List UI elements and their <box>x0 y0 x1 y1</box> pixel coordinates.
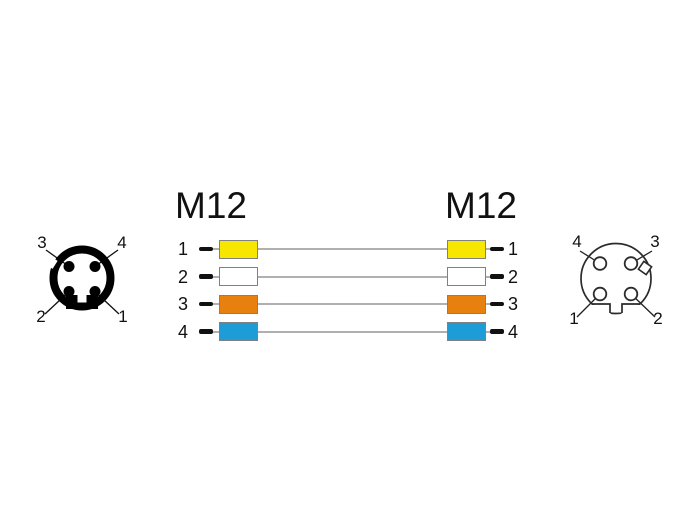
left-pin-number: 2 <box>177 266 188 287</box>
female-pin-socket-2 <box>623 286 639 302</box>
right-pin-number: 1 <box>508 239 519 259</box>
female-pin-label-bottom-left: 1 <box>569 309 578 328</box>
cable-wire <box>212 330 491 333</box>
wire-color-box-left <box>219 239 258 259</box>
cable-wire <box>212 275 491 278</box>
wire-row-2: 2 2 <box>160 266 540 288</box>
male-pin-dot-3 <box>63 261 75 272</box>
left-pin-number: 1 <box>177 239 188 259</box>
right-connector-type-label: M12 <box>445 185 517 226</box>
right-pin-number: 4 <box>508 321 519 342</box>
wire-row-4: 4 4 <box>160 321 540 343</box>
wire-color-box-left <box>219 267 258 286</box>
left-pin-stub <box>199 274 213 279</box>
wire-color-box-left <box>219 294 258 314</box>
left-pin-number: 4 <box>177 321 188 342</box>
right-pin-stub <box>490 301 504 306</box>
cable-wire <box>212 303 491 305</box>
male-pin-dot-2 <box>63 286 75 297</box>
wire-color-box-right <box>447 294 486 314</box>
left-pin-stub <box>199 301 213 306</box>
male-pin-label-bottom-left: 2 <box>36 307 45 326</box>
wire-color-box-left <box>219 322 258 341</box>
right-pin-number: 2 <box>508 266 519 287</box>
wire-color-box-right <box>447 239 486 259</box>
wire-color-box-right <box>447 322 486 341</box>
female-pin-socket-1 <box>592 286 608 302</box>
female-keyway-slot-left <box>591 304 611 319</box>
left-connector-type-label: M12 <box>175 185 247 226</box>
right-pin-number: 3 <box>508 294 519 314</box>
female-connector-diagram: 4 3 1 2 <box>569 232 662 328</box>
left-pin-stub <box>199 246 213 251</box>
female-pin-label-top-right: 3 <box>650 232 659 251</box>
male-keyway-notch <box>77 295 87 303</box>
left-pin-number: 3 <box>177 294 188 314</box>
right-pin-stub <box>490 329 504 334</box>
female-pin-label-top-left: 4 <box>572 232 581 251</box>
male-side-notch <box>44 255 58 269</box>
male-pin-dot-1 <box>89 286 101 297</box>
right-pin-stub <box>490 246 504 251</box>
female-pin-label-bottom-right: 2 <box>653 309 662 328</box>
female-connector-outline <box>580 242 652 315</box>
left-pin-stub <box>199 329 213 334</box>
wire-row-3: 3 3 <box>160 293 540 315</box>
male-pin-label-top-right: 4 <box>117 233 126 252</box>
male-connector-diagram: 3 4 2 1 <box>36 233 127 326</box>
female-keyway-outline <box>592 303 640 313</box>
wire-color-box-right <box>447 267 486 286</box>
cable-wire <box>212 248 491 250</box>
male-pin-label-top-left: 3 <box>37 233 46 252</box>
female-pin-socket-4 <box>592 256 608 271</box>
right-pin-stub <box>490 274 504 279</box>
female-index-notch <box>637 260 653 276</box>
wire-row-1: 1 1 <box>160 238 540 260</box>
male-pin-label-bottom-right: 1 <box>118 307 127 326</box>
female-keyway-slot-right <box>621 304 641 319</box>
male-pin-dot-4 <box>89 261 101 272</box>
female-pin-socket-3 <box>623 256 639 271</box>
